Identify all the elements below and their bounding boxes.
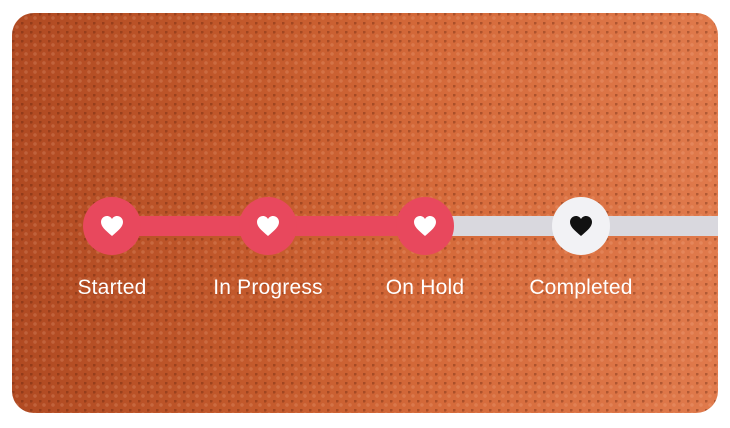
step-node-on-hold[interactable] [396, 197, 454, 255]
step-label-in-progress: In Progress [213, 276, 323, 299]
heart-icon [257, 216, 279, 236]
step-label-on-hold: On Hold [385, 276, 465, 299]
progress-card: Started In Progress On Hold Completed [12, 13, 718, 413]
step-node-completed[interactable] [552, 197, 610, 255]
heart-icon [414, 216, 436, 236]
heart-icon [101, 216, 123, 236]
step-node-started[interactable] [83, 197, 141, 255]
step-node-in-progress[interactable] [239, 197, 297, 255]
step-label-started: Started [77, 276, 147, 299]
heart-icon [570, 216, 592, 236]
step-label-completed: Completed [529, 276, 633, 299]
